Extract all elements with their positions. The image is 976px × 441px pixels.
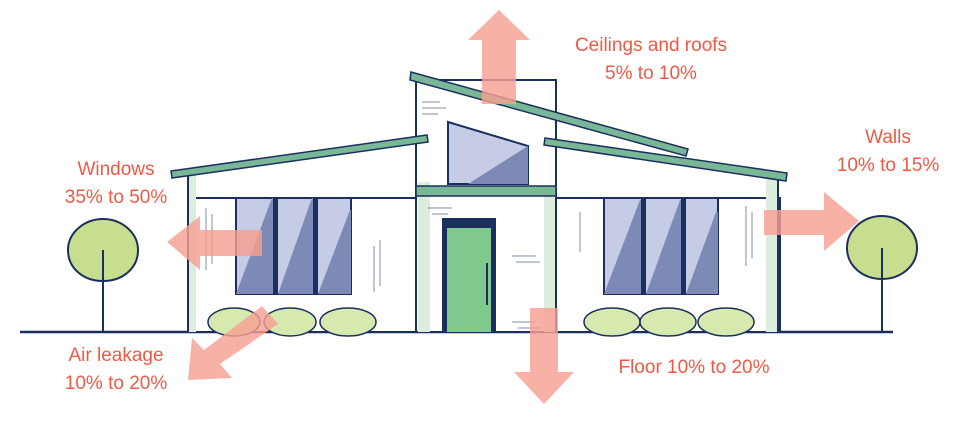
floor-text: Floor 10% to 20% xyxy=(618,357,770,378)
right-window xyxy=(603,197,719,295)
roof xyxy=(170,71,788,182)
air-leakage-label: Air leakage 10% to 20% xyxy=(54,342,178,398)
walls-value: 10% to 15% xyxy=(836,155,940,176)
air-leakage-value: 10% to 20% xyxy=(64,373,168,394)
ceilings-value: 5% to 10% xyxy=(605,63,697,84)
walls-label: Walls 10% to 15% xyxy=(830,124,946,180)
ceilings-title: Ceilings and roofs xyxy=(574,35,728,56)
arrow-right-icon xyxy=(764,192,859,251)
windows-label: Windows 35% to 50% xyxy=(56,156,176,212)
tree-icon xyxy=(66,217,140,332)
front-door xyxy=(442,218,496,332)
air-leakage-title: Air leakage xyxy=(68,345,164,366)
walls-title: Walls xyxy=(865,127,911,148)
arrow-up-icon xyxy=(468,10,530,104)
floor-label: Floor 10% to 20% xyxy=(604,354,784,382)
ceilings-label: Ceilings and roofs 5% to 10% xyxy=(558,32,744,88)
tree-icon xyxy=(845,214,919,332)
arrow-left-icon xyxy=(167,216,262,270)
arrow-down-left-icon xyxy=(188,306,278,380)
left-window xyxy=(235,197,352,295)
arrow-down-icon xyxy=(514,308,574,404)
windows-value: 35% to 50% xyxy=(64,187,168,208)
windows-title: Windows xyxy=(77,159,155,180)
heat-loss-arrows xyxy=(167,10,859,404)
gable-window xyxy=(447,120,529,185)
shrubs xyxy=(207,307,755,337)
